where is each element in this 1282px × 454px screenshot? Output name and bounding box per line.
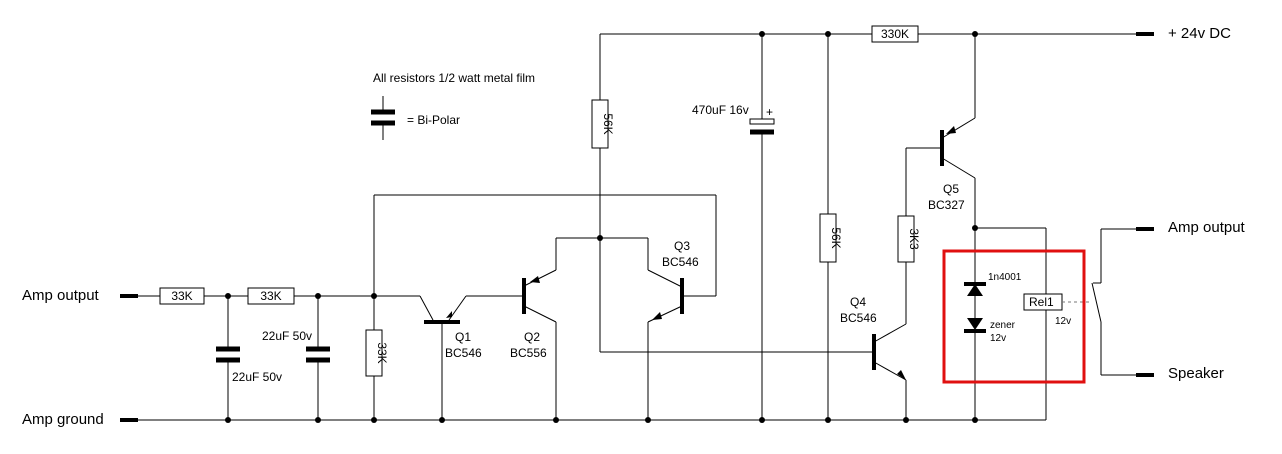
resistor-r-3k3: 3K3	[897, 215, 921, 263]
capacitor-c3: + 470uF 16v	[692, 34, 775, 420]
resistor-r-in1: 33K	[159, 287, 205, 305]
capacitor-c1: 22uF 50v	[216, 296, 282, 420]
transistor-q1: Q1 BC546	[408, 295, 524, 420]
resistor-note: All resistors 1/2 watt metal film	[373, 71, 535, 85]
resistor-r-56k-b: 56K	[819, 213, 843, 263]
bipolar-capacitor-legend: = Bi-Polar	[371, 96, 460, 140]
q5-type: BC327	[928, 198, 965, 212]
amp-output-terminal: Amp output	[22, 287, 138, 304]
relay-amp-output-terminal: Amp output	[1136, 219, 1246, 236]
amp-ground-terminal: Amp ground	[22, 411, 138, 428]
transistor-q3: Q3 BC546	[647, 239, 699, 420]
transistor-q2: Q2 BC556	[510, 238, 557, 420]
q4-type: BC546	[840, 311, 877, 325]
zener-rating: 12v	[990, 333, 1006, 344]
amp-output-label: Amp output	[22, 287, 100, 304]
q2-type: BC556	[510, 346, 547, 360]
zener-diode: zener 12v	[964, 318, 1016, 344]
relay-name: Rel1	[1029, 295, 1054, 309]
relay-switch	[1091, 228, 1136, 376]
c1-value: 22uF 50v	[232, 370, 282, 384]
relay-rating: 12v	[1055, 316, 1071, 327]
speaker-label: Speaker	[1168, 365, 1224, 382]
q1-type: BC546	[445, 346, 482, 360]
resistor-r-in2: 33K	[247, 287, 295, 305]
r-in1-value: 33K	[171, 289, 192, 303]
d1-label: 1n4001	[988, 272, 1022, 283]
supply-label: + 24v DC	[1168, 25, 1231, 42]
resistor-r-shunt: 33K	[365, 329, 389, 377]
q5-name: Q5	[943, 182, 959, 196]
diode-1n4001: 1n4001	[964, 272, 1022, 296]
r-56k-b-value: 56K	[829, 227, 843, 248]
r-in2-value: 33K	[260, 289, 281, 303]
q1-name: Q1	[455, 330, 471, 344]
amp-ground-label: Amp ground	[22, 411, 104, 428]
r-330k-value: 330K	[881, 27, 909, 41]
r-56k-a-value: 56K	[601, 113, 615, 134]
q2-name: Q2	[524, 330, 540, 344]
c2-value: 22uF 50v	[262, 329, 312, 343]
transistor-q5: Q5 BC327	[928, 34, 976, 228]
relay-rel1: Rel1 12v	[1023, 228, 1092, 420]
r-shunt-value: 33K	[375, 342, 389, 363]
resistor-r-330k: 330K	[871, 25, 919, 43]
resistor-r-56k-a: 56K	[591, 99, 615, 149]
capacitor-c2: 22uF 50v	[262, 296, 330, 420]
r-3k3-value: 3K3	[907, 228, 921, 250]
supply-terminal: + 24v DC	[1136, 25, 1231, 42]
speaker-terminal: Speaker	[1136, 365, 1224, 382]
zener-label: zener	[990, 320, 1016, 331]
highlight-box	[942, 249, 1086, 384]
junctions	[225, 31, 978, 423]
transistor-q4: Q4 BC546	[840, 262, 907, 420]
c3-value: 470uF 16v	[692, 103, 749, 117]
q3-name: Q3	[674, 239, 690, 253]
bipolar-note: = Bi-Polar	[407, 113, 460, 127]
c3-polarity: +	[766, 105, 773, 119]
q3-type: BC546	[662, 255, 699, 269]
q4-name: Q4	[850, 295, 866, 309]
relay-amp-output-label: Amp output	[1168, 219, 1246, 236]
